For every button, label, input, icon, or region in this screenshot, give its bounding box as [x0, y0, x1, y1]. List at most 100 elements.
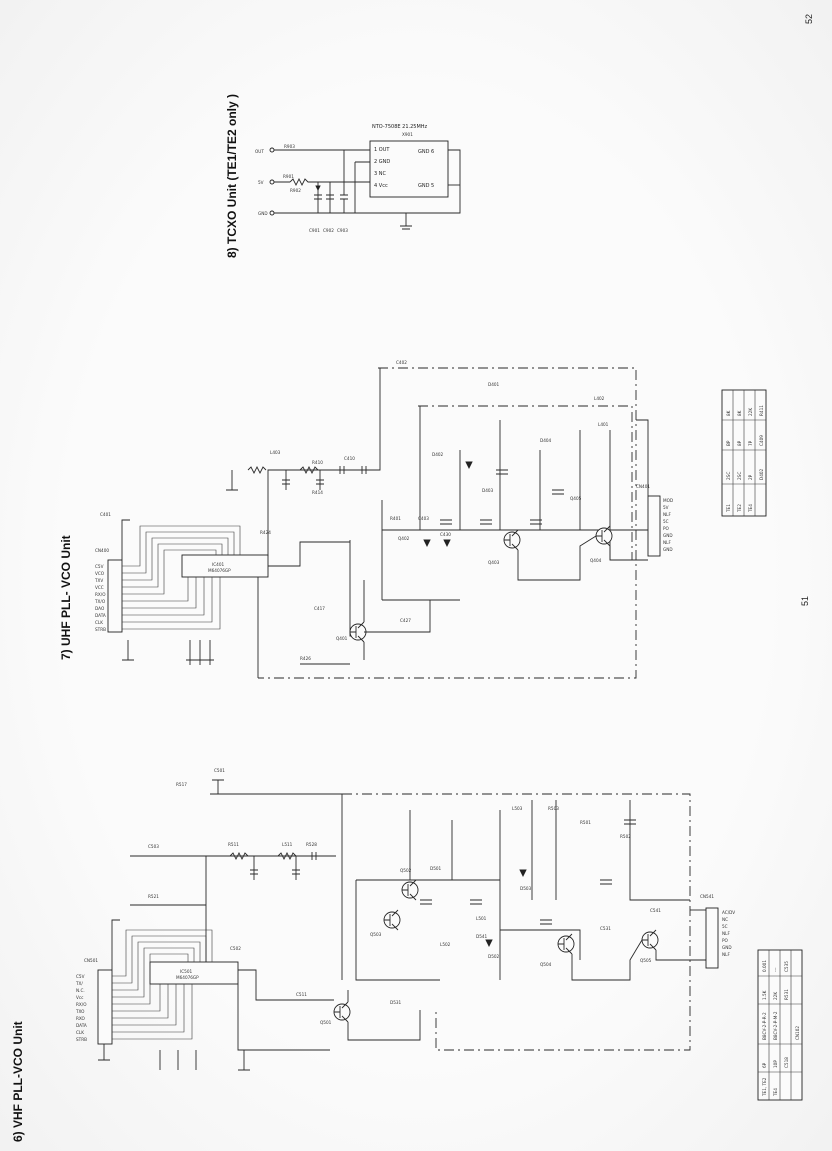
- svg-text:2SC: 2SC: [737, 472, 742, 480]
- svg-text:Q404: Q404: [590, 558, 602, 563]
- svg-text:D402: D402: [432, 452, 444, 457]
- uhf-output-pins: MOD 5V NLF 5C PO GND NLF GND: [663, 498, 673, 552]
- svg-text:C501: C501: [214, 768, 225, 773]
- svg-text:R517: R517: [176, 782, 187, 787]
- svg-text:D501: D501: [430, 866, 442, 871]
- vhf-cn541-label: CN541: [700, 894, 714, 899]
- svg-text:RX/O: RX/O: [76, 1002, 87, 1007]
- svg-text:6P: 6P: [762, 1062, 767, 1068]
- vhf-output-pins: AC/DV NC 5C NLF PO GND NLF: [722, 910, 735, 957]
- svg-text:Q505: Q505: [640, 958, 652, 963]
- svg-text:2P: 2P: [748, 474, 753, 480]
- tcxo-c901: C901: [309, 228, 320, 233]
- uhf-ic-part: M64076GP: [208, 568, 231, 573]
- svg-text:D531: D531: [390, 1000, 402, 1005]
- svg-text:L403: L403: [270, 450, 281, 455]
- tcxo-pin-2: 2 GND: [374, 159, 390, 165]
- svg-text:DATA: DATA: [76, 1023, 87, 1028]
- svg-text:C402: C402: [396, 360, 407, 365]
- svg-text:R503: R503: [548, 806, 559, 811]
- svg-text:CLK: CLK: [95, 620, 103, 625]
- svg-text:C503: C503: [148, 844, 159, 849]
- svg-text:R414: R414: [312, 490, 323, 495]
- svg-text:L503: L503: [512, 806, 523, 811]
- svg-text:C518: C518: [784, 1057, 789, 1068]
- svg-text:C430: C430: [440, 532, 451, 537]
- svg-text:TX/O: TX/O: [94, 599, 106, 604]
- tcxo-pin-3: 3 NC: [374, 171, 387, 177]
- svg-text:R521: R521: [148, 894, 159, 899]
- page-number-left: 51: [800, 596, 810, 606]
- svg-text:Q501: Q501: [320, 1020, 332, 1025]
- vhf-option-table: TE1, TE2 TE4 C518 6P 10P CN102 B8CV-2-P-…: [757, 949, 803, 1101]
- svg-text:---: ---: [773, 967, 778, 972]
- svg-text:C410: C410: [344, 456, 355, 461]
- svg-text:GND: GND: [663, 547, 673, 552]
- svg-text:C541: C541: [650, 908, 661, 913]
- svg-text:R410: R410: [312, 460, 323, 465]
- tcxo-r901: R901: [283, 174, 294, 179]
- svg-text:RX/O: RX/O: [95, 592, 106, 597]
- tcxo-c903: C903: [337, 228, 348, 233]
- svg-text:STRB: STRB: [76, 1037, 87, 1042]
- svg-text:R501: R501: [580, 820, 591, 825]
- svg-text:D502: D502: [488, 954, 500, 959]
- svg-text:C5V: C5V: [95, 564, 104, 569]
- svg-text:CLK: CLK: [76, 1030, 84, 1035]
- svg-text:Q401: Q401: [336, 636, 348, 641]
- vhf-ic-name: IC501: [180, 969, 192, 974]
- vhf-ic-part: M64076GP: [176, 975, 199, 980]
- vhf-circuit: IC501 M64076GP CN501 C5V TX/ N.C. Vcc RX…: [75, 768, 803, 1101]
- tcxo-net-5v: 5V: [258, 180, 264, 185]
- svg-text:2SC: 2SC: [726, 472, 731, 480]
- svg-text:Vcc: Vcc: [76, 995, 84, 1000]
- uhf-cn401-label: CN401: [636, 484, 650, 489]
- svg-text:NLF: NLF: [663, 540, 671, 545]
- svg-text:C535: C535: [784, 961, 789, 972]
- uhf-option-table: TE1 TE2 TE4 2SC 2SC 2P BP 8P 7P 8K 8K 22…: [721, 389, 767, 517]
- svg-text:B8CV-2-P-M-2: B8CV-2-P-M-2: [773, 1011, 778, 1040]
- svg-text:PO: PO: [722, 938, 729, 943]
- svg-text:C417: C417: [314, 606, 325, 611]
- svg-text:B8CV-2-P-R-2: B8CV-2-P-R-2: [762, 1012, 767, 1040]
- svg-text:C409: C409: [759, 435, 764, 446]
- svg-text:NLF: NLF: [722, 931, 730, 936]
- uhf-connector-out: [647, 495, 661, 557]
- svg-text:CN102: CN102: [795, 1026, 800, 1040]
- svg-text:1.5K: 1.5K: [762, 990, 767, 1000]
- tcxo-module: [369, 140, 449, 198]
- uhf-circuit: IC401 M64076GP CN400 C5V VCO TXV VCC RX/…: [94, 360, 767, 679]
- svg-text:GND: GND: [663, 533, 673, 538]
- svg-text:R502: R502: [620, 834, 631, 839]
- svg-text:TX/: TX/: [75, 981, 83, 986]
- svg-text:NLF: NLF: [722, 952, 730, 957]
- svg-text:STRB: STRB: [95, 627, 106, 632]
- svg-text:8P: 8P: [737, 440, 742, 446]
- svg-text:D402: D402: [759, 468, 764, 480]
- svg-text:L501: L501: [476, 916, 487, 921]
- svg-text:D403: D403: [482, 488, 494, 493]
- svg-text:5C: 5C: [663, 519, 669, 524]
- svg-text:8K: 8K: [737, 410, 742, 416]
- svg-text:C531: C531: [600, 926, 611, 931]
- svg-text:C511: C511: [296, 992, 307, 997]
- svg-text:8K: 8K: [726, 410, 731, 416]
- page-number-right: 52: [804, 14, 814, 24]
- svg-text:TE2: TE2: [737, 504, 742, 513]
- svg-text:AC/DV: AC/DV: [722, 910, 735, 915]
- svg-text:Q503: Q503: [370, 932, 382, 937]
- svg-text:5V: 5V: [663, 505, 669, 510]
- svg-text:TE1, TE2: TE1, TE2: [762, 1077, 767, 1097]
- svg-text:TE1: TE1: [726, 504, 731, 513]
- svg-text:22K: 22K: [748, 408, 753, 416]
- svg-text:Q504: Q504: [540, 962, 552, 967]
- svg-text:PO: PO: [663, 526, 670, 531]
- tcxo-net-gnd: GND: [258, 211, 268, 216]
- svg-text:GND: GND: [722, 945, 732, 950]
- svg-text:TXO: TXO: [75, 1009, 85, 1014]
- heading-vhf: 6) VHF PLL-VCO Unit: [11, 1021, 25, 1142]
- tcxo-pin-1: 1 OUT: [374, 147, 390, 153]
- svg-text:5C: 5C: [722, 924, 728, 929]
- svg-text:10P: 10P: [773, 1060, 778, 1068]
